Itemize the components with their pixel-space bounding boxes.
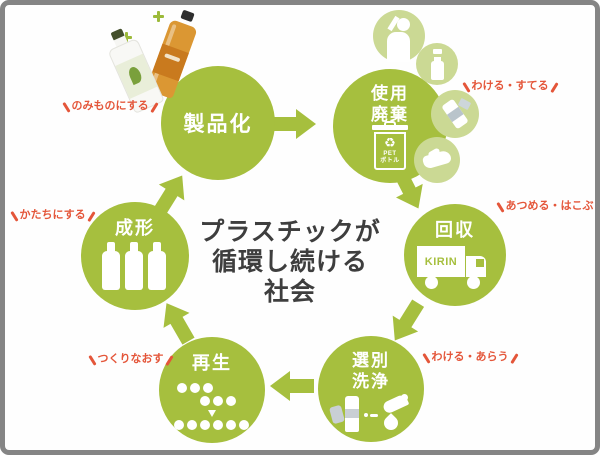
step-saisei-label: 再生 bbox=[192, 353, 232, 373]
water-drop-icon bbox=[381, 413, 401, 433]
arrow-seihinka-to-shiyouhaiki-icon bbox=[272, 109, 316, 139]
truck-wheel-icon bbox=[425, 276, 438, 289]
emphasis-mark-right bbox=[549, 82, 558, 93]
bottle-body-shape bbox=[431, 61, 444, 80]
annotation-tsukurinaosu: つくりなおす bbox=[88, 350, 173, 366]
bottle-silhouette-icon bbox=[102, 242, 120, 290]
sorted-bottle-icon bbox=[345, 396, 359, 432]
emphasis-mark-left bbox=[88, 355, 97, 366]
molded-bottles-icon bbox=[102, 242, 166, 290]
truck-body: KIRIN bbox=[417, 246, 465, 277]
drinking-person-icon bbox=[373, 10, 425, 62]
kirin-truck-icon: KIRIN bbox=[417, 246, 495, 292]
truck-window bbox=[476, 259, 484, 267]
sparkle-icon bbox=[153, 11, 164, 22]
dash-decor bbox=[370, 414, 378, 417]
label-removal-icon bbox=[431, 90, 479, 138]
step-shiyouhaiki-label-line1: 使用 bbox=[371, 84, 409, 103]
bottle-washing-icon bbox=[329, 393, 413, 438]
crushed-bottle-icon bbox=[414, 137, 460, 183]
arrow-senbetsu-to-saisei-icon bbox=[270, 371, 314, 401]
diagram-title: プラスチックが 循環し続ける 社会 bbox=[165, 217, 415, 307]
step-senbetsu-label: 選別 洗浄 bbox=[318, 350, 424, 392]
emphasis-mark-left bbox=[62, 102, 71, 113]
bin-text-line1: PET bbox=[383, 151, 397, 157]
bin-lid bbox=[372, 125, 408, 130]
title-line-2: 循環し続ける bbox=[211, 248, 368, 276]
step-seikei-circle: 成形 bbox=[81, 202, 189, 310]
truck-cab bbox=[466, 256, 486, 277]
annotation-katachinisuru: かたちにする bbox=[10, 206, 95, 222]
annotation-wakeru-suteru: わける・すてる bbox=[462, 77, 558, 93]
pellet-row bbox=[177, 383, 213, 393]
product-bottles-image bbox=[105, 7, 225, 119]
step-kaishuu-label: 回収 bbox=[435, 220, 475, 240]
label-decor bbox=[164, 53, 181, 63]
step-senbetsu-label-line2: 洗浄 bbox=[352, 372, 390, 391]
bin-text-line2: ボトル bbox=[380, 158, 400, 164]
resin-pellets-icon bbox=[174, 383, 252, 433]
bin-body: ♻ PET ボトル bbox=[374, 132, 406, 170]
step-seihinka-label: 製品化 bbox=[183, 113, 253, 136]
crushed-bottle-shape bbox=[421, 149, 453, 170]
step-seihinka-circle: 製品化 bbox=[161, 66, 275, 180]
truck-brand-text: KIRIN bbox=[424, 255, 458, 268]
emphasis-mark-right bbox=[509, 353, 518, 364]
annotation-wakeru-arau: わける・あらう bbox=[422, 348, 518, 364]
leaf-mark-icon bbox=[126, 65, 144, 86]
annotation-nomimononisuru: のみものにする bbox=[62, 97, 158, 113]
bottle-silhouette-icon bbox=[148, 242, 166, 290]
cap-removal-icon bbox=[416, 43, 458, 85]
bottle-label-shape bbox=[446, 106, 464, 123]
annotation-text: あつめる・はこぶ bbox=[505, 200, 594, 212]
crushed-piece-icon bbox=[329, 404, 345, 425]
annotation-text: つくりなおす bbox=[97, 353, 164, 365]
emphasis-mark-left bbox=[496, 202, 505, 213]
step-shiyouhaiki-label-line2: 廃棄 bbox=[371, 105, 409, 124]
emphasis-mark-left bbox=[10, 211, 19, 222]
bottle-cap-shape bbox=[180, 9, 195, 23]
person-torso-shape bbox=[387, 32, 410, 62]
person-head-shape bbox=[397, 18, 410, 31]
washing-hand-icon bbox=[401, 394, 408, 401]
bottle-cap-shape bbox=[433, 49, 442, 54]
annotation-atsumeru-hakobu: あつめる・はこぶ bbox=[496, 197, 595, 213]
bottle-silhouette-icon bbox=[125, 242, 143, 290]
bottle-label-shape bbox=[115, 53, 158, 99]
dot-decor bbox=[364, 413, 368, 417]
annotation-text: かたちにする bbox=[19, 209, 86, 221]
step-saisei-circle: 再生 bbox=[159, 337, 265, 443]
down-arrow-icon bbox=[208, 410, 216, 417]
step-kaishuu-circle: 回収 KIRIN bbox=[404, 204, 506, 306]
recycle-bin-icon: ♻ PET ボトル bbox=[372, 121, 408, 171]
pellet-row bbox=[200, 396, 236, 406]
step-shiyouhaiki-circle: 使用 廃棄 ♻ PET ボトル bbox=[333, 69, 447, 183]
bottle-neck-shape bbox=[434, 57, 441, 61]
recycle-symbol-icon: ♻ bbox=[384, 135, 396, 150]
emphasis-mark-right bbox=[594, 202, 595, 213]
step-senbetsu-circle: 選別 洗浄 bbox=[318, 336, 424, 442]
sparkle-icon bbox=[121, 32, 132, 43]
annotation-text: わける・あらう bbox=[431, 351, 509, 363]
step-seikei-label: 成形 bbox=[115, 218, 155, 238]
step-shiyouhaiki-label: 使用 廃棄 bbox=[333, 83, 447, 125]
title-line-3: 社会 bbox=[263, 278, 316, 306]
bin-handle bbox=[384, 121, 396, 126]
truck-wheel-icon bbox=[467, 276, 480, 289]
title-line-1: プラスチックが bbox=[199, 218, 381, 246]
step-senbetsu-label-line1: 選別 bbox=[352, 351, 390, 370]
pellet-row bbox=[174, 420, 249, 430]
annotation-text: のみものにする bbox=[71, 100, 149, 112]
bottle-label-band bbox=[345, 409, 359, 418]
annotation-text: わける・すてる bbox=[471, 80, 549, 92]
